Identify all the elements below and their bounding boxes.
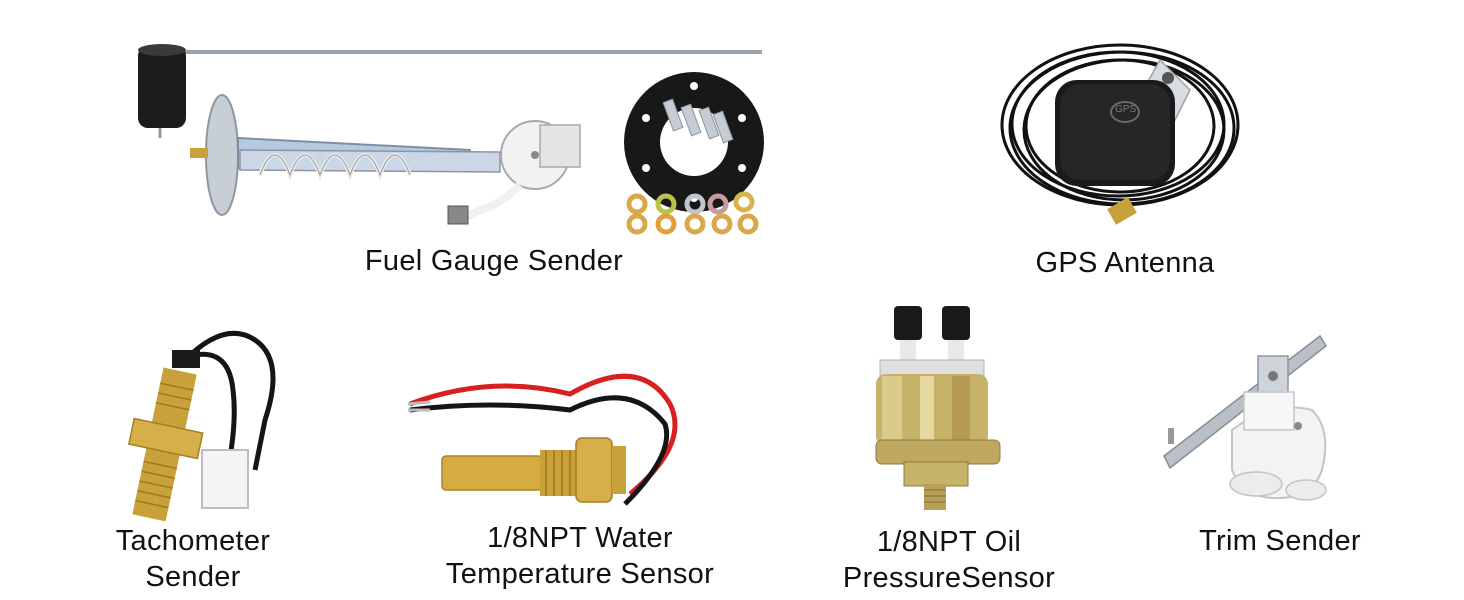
gps-label-line-1: GPS Antenna xyxy=(1035,247,1215,279)
trim-label-line-1: Trim Sender xyxy=(1199,525,1361,557)
gps-antenna-label: GPS Antenna xyxy=(960,245,1290,281)
tachometer-sender-image xyxy=(127,330,276,522)
water-label-line-2: Temperature Sensor xyxy=(445,558,715,590)
gps-antenna: GPS GPS Antenna xyxy=(960,0,1290,300)
water-temperature-sensor: 1/8NPT Water Temperature Sensor xyxy=(400,320,760,600)
fuel-label-line-1: Fuel Gauge Sender xyxy=(364,245,624,277)
trim-sender-label: Trim Sender xyxy=(1140,523,1420,559)
oil-label-line-1: 1/8NPT Oil xyxy=(876,526,1022,558)
gps-badge: GPS xyxy=(1115,104,1137,115)
trim-sender-image xyxy=(1163,334,1327,501)
water-temperature-sensor-label: 1/8NPT Water Temperature Sensor xyxy=(400,520,760,592)
oil-pressure-sensor-label: 1/8NPT Oil PressureSensor xyxy=(820,524,1078,596)
trim-sender: Trim Sender xyxy=(1140,320,1420,600)
fuel-gauge-sender-image xyxy=(138,44,764,235)
oil-label-line-2: PressureSensor xyxy=(842,562,1056,594)
water-label-line-1: 1/8NPT Water xyxy=(487,522,673,554)
gps-antenna-image xyxy=(1000,43,1240,225)
tachometer-sender-label: Tachometer Sender xyxy=(60,523,326,595)
tach-label-line-2: Sender xyxy=(145,561,241,593)
tachometer-sender: Tachometer Sender xyxy=(60,320,330,600)
fuel-gauge-sender: Fuel Gauge Sender xyxy=(0,0,800,300)
oil-pressure-sensor-image xyxy=(875,306,1001,510)
tach-label-line-1: Tachometer xyxy=(115,525,271,557)
fuel-gauge-sender-label: Fuel Gauge Sender xyxy=(294,243,694,279)
water-temperature-sensor-image xyxy=(407,373,678,506)
oil-pressure-sensor: 1/8NPT Oil PressureSensor xyxy=(820,290,1080,600)
